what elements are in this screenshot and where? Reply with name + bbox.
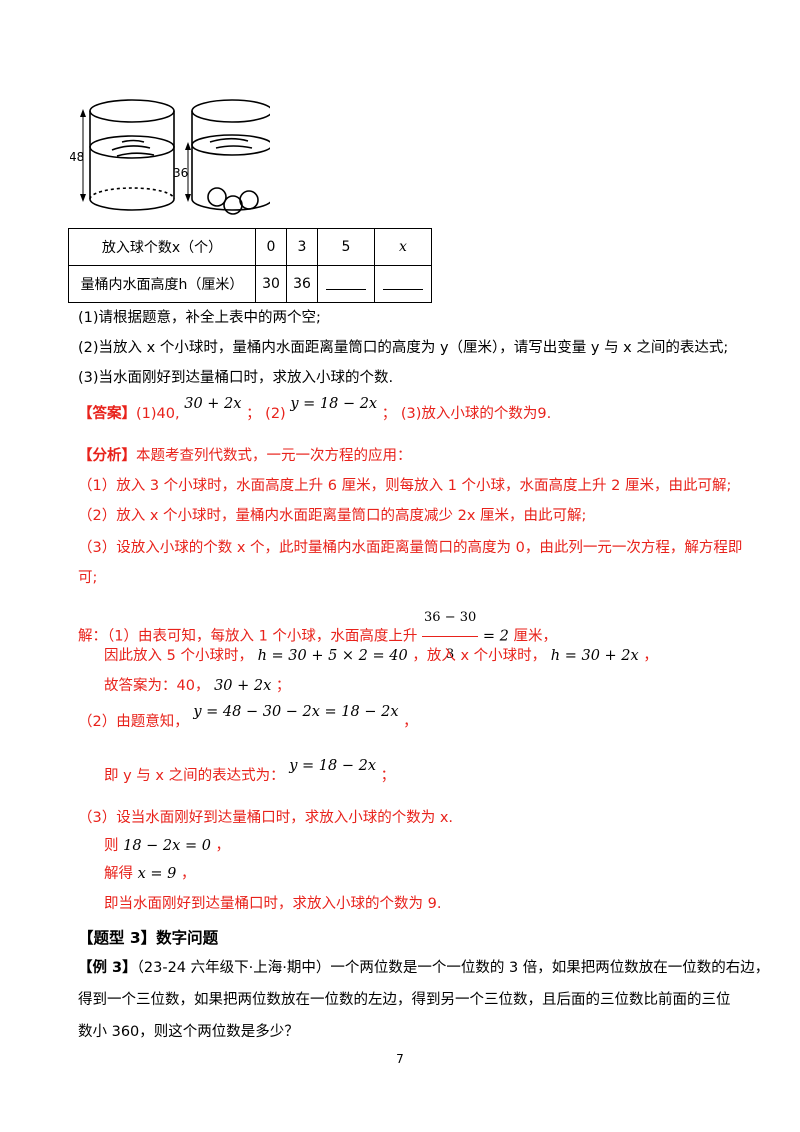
solution-text: 即 y 与 x 之间的表达式为： — [104, 768, 285, 784]
solution-eq: 18 − 2x = 0 — [123, 838, 211, 854]
table-row: 放入球个数x（个） 0 3 5 x — [68, 228, 432, 266]
solution-text: ； — [275, 678, 291, 694]
answer-expr1: 30 + 2x — [184, 396, 242, 412]
solution-text: ， — [643, 648, 658, 664]
answer-sep2: ； — [381, 406, 397, 422]
table-cell: 3 — [286, 228, 318, 266]
fraction-numerator: 36 − 30 — [422, 600, 479, 637]
analysis-line-3a: （3）设放入小球的个数 x 个，此时量桶内水面距离量筒口的高度为 0，由此列一元… — [78, 540, 743, 556]
table-row: 量桶内水面高度h（厘米） 30 36 — [68, 265, 432, 303]
question-2: (2)当放入 x 个小球时，量桶内水面距离量筒口的高度为 y（厘米），请写出变量… — [78, 340, 729, 356]
solution-line-8: 解得 x = 9 ， — [104, 864, 196, 884]
analysis-line-2: （2）放入 x 个小球时，量桶内水面距离量筒口的高度减少 2x 厘米，由此可解; — [78, 508, 587, 524]
solution-line-3: 故答案为：40， 30 + 2x ； — [104, 676, 290, 696]
solution-line-6: （3）设当水面刚好到达量桶口时，求放入小球的个数为 x. — [78, 810, 454, 826]
example-tag: 【例 3】 — [78, 960, 137, 976]
example-line-2: 得到一个三位数，如果把两位数放在一位数的左边，得到另一个三位数，且后面的三位数比… — [78, 992, 731, 1008]
solution-text: （2）由题意知， — [78, 714, 189, 730]
answer-part1: (1)40, — [136, 406, 180, 422]
solution-text: ， — [403, 714, 418, 730]
solution-line-7: 则 18 − 2x = 0 ， — [104, 836, 230, 856]
solution-eq: = 2 — [482, 628, 509, 645]
solution-text: 因此放入 5 个小球时， — [104, 648, 253, 664]
dimension-36: 36 — [173, 166, 188, 180]
table-cell: 36 — [286, 265, 318, 303]
page-number: 7 — [396, 1052, 404, 1066]
solution-text: ， — [181, 866, 196, 882]
table-header-cell: 量桶内水面高度h（厘米） — [68, 265, 256, 303]
answer-tag: 【答案】 — [78, 406, 136, 422]
cylinders-figure: 48 36 — [70, 99, 270, 215]
example-line-1: 【例 3】（23-24 六年级下·上海·期中）一个两位数是一个一位数的 3 倍，… — [78, 958, 769, 978]
analysis-line-1: （1）放入 3 个小球时，水面高度上升 6 厘米，则每放入 1 个小球，水面高度… — [78, 478, 732, 494]
table-cell: 0 — [255, 228, 287, 266]
solution-eq: x = 9 — [137, 866, 177, 882]
solution-line-4: （2）由题意知， y = 48 − 30 − 2x = 18 − 2x ， — [78, 704, 418, 732]
analysis-tag: 【分析】 — [78, 448, 136, 464]
table-cell: x — [374, 228, 432, 266]
solution-line-1: 解：（1）由表可知，每放入 1 个小球，水面高度上升 36 − 30 3 = 2… — [78, 600, 557, 673]
answer-line: 【答案】(1)40, 30 + 2x ； (2) y = 18 − 2x ； (… — [78, 396, 552, 424]
solution-eq: y = 48 − 30 − 2x = 18 − 2x — [193, 704, 399, 720]
solution-eq: y = 18 − 2x — [289, 758, 376, 774]
solution-text: 厘米， — [513, 628, 557, 645]
solution-line-5: 即 y 与 x 之间的表达式为： y = 18 − 2x ； — [104, 758, 396, 786]
solution-eq: h = 30 + 5 × 2 = 40 — [257, 648, 408, 664]
solution-text: 解得 — [104, 866, 133, 882]
section-heading: 【题型 3】数字问题 — [78, 929, 219, 947]
solution-text: 故答案为：40， — [104, 678, 210, 694]
table-blank-cell — [317, 265, 375, 303]
table-cell: 5 — [317, 228, 375, 266]
example-line-3: 数小 360，则这个两位数是多少？ — [78, 1024, 299, 1040]
solution-eq: h = 30 + 2x — [550, 648, 639, 664]
fraction-denominator: 3 — [446, 647, 455, 662]
solution-line-2: 因此放入 5 个小球时， h = 30 + 5 × 2 = 40 ，放入 x 个… — [104, 646, 658, 666]
analysis-line-3b: 可; — [78, 570, 98, 586]
answer-sep1: ； — [246, 406, 261, 422]
solution-text: 解：（1）由表可知，每放入 1 个小球，水面高度上升 — [78, 628, 418, 645]
solution-text: 则 — [104, 838, 119, 854]
table-blank-cell — [374, 265, 432, 303]
table-header-cell: 放入球个数x（个） — [68, 228, 256, 266]
solution-eq: 30 + 2x — [214, 678, 272, 694]
solution-text: ， — [215, 838, 231, 854]
answer-expr2: y = 18 − 2x — [290, 396, 378, 412]
question-1: (1)请根据题意，补全上表中的两个空; — [78, 310, 321, 326]
analysis-intro-text: 本题考查列代数式，一元一次方程的应用： — [136, 448, 412, 464]
table-cell: 30 — [255, 265, 287, 303]
example-text: （23-24 六年级下·上海·期中）一个两位数是一个一位数的 3 倍，如果把两位… — [136, 960, 770, 976]
answer-part3: (3)放入小球的个数为9. — [400, 406, 552, 422]
solution-text: ，放入 x 个小球时， — [412, 648, 547, 664]
question-3: (3)当水面刚好到达量桶口时，求放入小球的个数. — [78, 370, 394, 386]
solution-text: ； — [380, 768, 396, 784]
analysis-intro: 【分析】本题考查列代数式，一元一次方程的应用： — [78, 446, 412, 466]
dimension-48: 48 — [70, 150, 84, 164]
data-table: 放入球个数x（个） 0 3 5 x 量桶内水面高度h（厘米） 30 36 — [68, 228, 432, 303]
answer-part2: (2) — [265, 406, 286, 422]
solution-line-9: 即当水面刚好到达量桶口时，求放入小球的个数为 9. — [104, 896, 442, 912]
